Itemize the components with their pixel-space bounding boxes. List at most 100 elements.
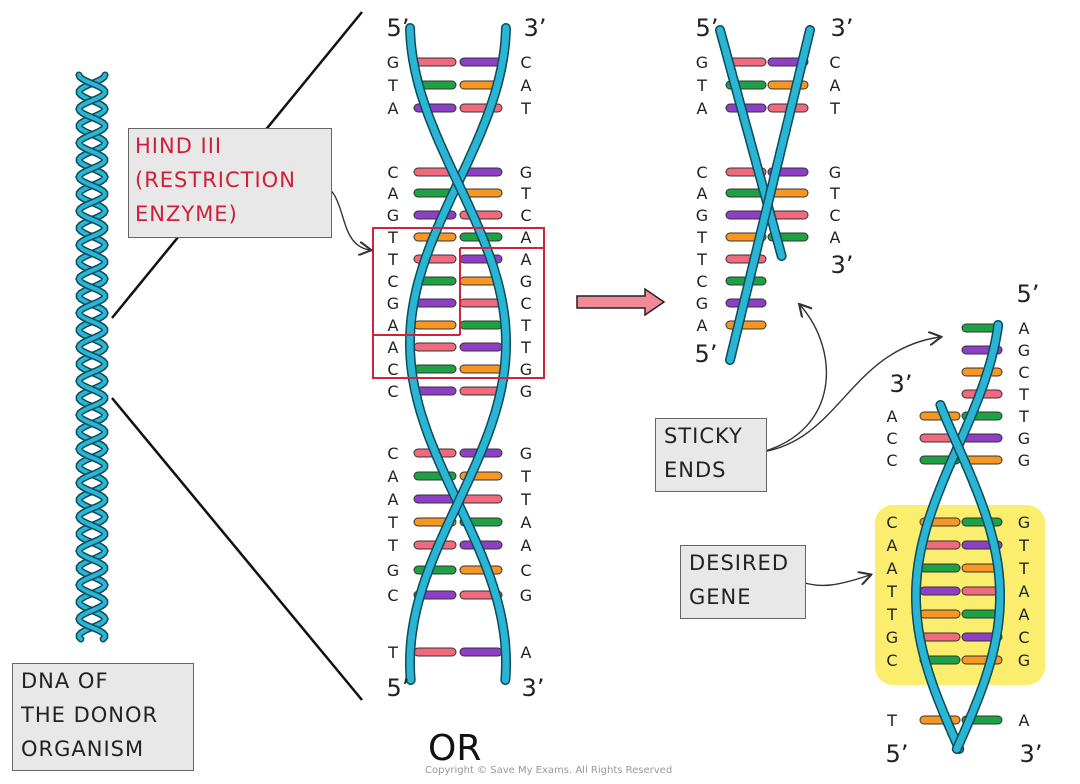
cut-bottom-base-right: T	[1018, 407, 1029, 426]
cut-bottom-base-right: G	[1018, 513, 1030, 532]
cut-bottom-base-right: G	[1018, 429, 1030, 448]
gene-label-line1: DESIRED	[689, 551, 789, 575]
main-base-right: C	[520, 53, 531, 72]
main-end-bottom-left: 5’	[387, 674, 410, 702]
cut-bottom-base-right: T	[1018, 385, 1029, 404]
cut-bottom-base-left: C	[886, 451, 897, 470]
main-base-right: A	[521, 513, 532, 532]
cut-top-strand-b	[726, 26, 814, 364]
main-strand-b	[406, 24, 510, 684]
main-base-left: T	[387, 228, 398, 247]
cut-bottom-base-left: A	[887, 407, 898, 426]
cut-top-base-left: T	[696, 76, 707, 95]
main-base-right: T	[520, 184, 531, 203]
donor-label: DNA OF THE DONOR ORGANISM	[12, 663, 194, 771]
enzyme-label: HIND III (RESTRICTION ENZYME)	[128, 128, 332, 238]
main-base-left: T	[387, 513, 398, 532]
cut-top-base-right: A	[830, 76, 841, 95]
enzyme-label-line3: ENZYME)	[135, 202, 238, 226]
sticky-label-line2: ENDS	[664, 458, 727, 482]
main-base-right: G	[520, 272, 532, 291]
main-end-bottom-right: 3’	[522, 674, 545, 702]
gene-label-line2: GENE	[689, 585, 752, 609]
main-base-left: G	[387, 206, 399, 225]
cut-top-strand-a	[716, 26, 786, 260]
cut-bottom-base-left: T	[886, 711, 897, 730]
main-base-left: T	[387, 250, 398, 269]
cut-arrow	[576, 287, 666, 317]
cut-bottom-base-left: T	[886, 582, 897, 601]
sticky-connector-bottom	[761, 337, 940, 453]
cut-bottom-base-right: A	[1019, 582, 1030, 601]
cut-bottom-base-right: C	[1018, 363, 1029, 382]
main-base-left: A	[388, 467, 399, 486]
cut-top-base-left: G	[696, 206, 708, 225]
cut-bottom-base-right: A	[1019, 319, 1030, 338]
main-base-left: A	[388, 184, 399, 203]
cut-top-base-left: T	[696, 228, 707, 247]
cut-top-base-left: A	[697, 99, 708, 118]
main-base-left: G	[387, 294, 399, 313]
main-base-left: T	[387, 643, 398, 662]
enzyme-label-line1: HIND III	[135, 134, 223, 158]
cut-top-base-left: A	[697, 184, 708, 203]
cut-top-base-left: C	[696, 163, 707, 182]
main-base-left: G	[387, 53, 399, 72]
cut-top-base-left: A	[697, 316, 708, 335]
main-base-left: C	[387, 272, 398, 291]
main-base-right: G	[520, 382, 532, 401]
main-base-right: C	[520, 294, 531, 313]
cut-bottom-base-left: C	[886, 651, 897, 670]
main-base-right: G	[520, 444, 532, 463]
cut-top-base-right: C	[829, 53, 840, 72]
zoom-line-bottom	[111, 397, 363, 701]
main-base-left: G	[387, 561, 399, 580]
cut-bottom-base-left: C	[886, 429, 897, 448]
recognition-site-box	[372, 227, 545, 379]
desired-gene-label: DESIRED GENE	[680, 545, 806, 619]
sticky-connector-top	[761, 305, 828, 453]
copyright-text: Copyright © Save My Exams. All Rights Re…	[425, 765, 673, 776]
cut-bottom-base-left: A	[887, 536, 898, 555]
main-end-top-left: 5’	[387, 14, 410, 42]
cut-bottom-base-right: G	[1018, 341, 1030, 360]
cut-bottom-base-right: A	[1019, 711, 1030, 730]
cut-top-base-right: T	[829, 184, 840, 203]
cut-bottom-end-bottom-left: 5’	[886, 740, 909, 768]
main-base-left: C	[387, 163, 398, 182]
main-base-right: T	[520, 467, 531, 486]
main-base-right: A	[521, 76, 532, 95]
donor-strand-b	[76, 73, 107, 641]
sticky-label-line1: STICKY	[664, 424, 743, 448]
cut-bottom-base-right: T	[1018, 559, 1029, 578]
main-base-left: C	[387, 444, 398, 463]
cut-top-end-bottom-right: 3’	[831, 251, 854, 279]
cut-bottom-base-right: G	[1018, 651, 1030, 670]
cut-top-base-right: A	[830, 228, 841, 247]
main-base-right: A	[521, 643, 532, 662]
sticky-ends-label: STICKY ENDS	[655, 418, 767, 492]
main-base-right: G	[520, 360, 532, 379]
cut-bottom-base-left: A	[887, 559, 898, 578]
cut-bottom-base-left: T	[886, 605, 897, 624]
main-base-left: C	[387, 360, 398, 379]
cut-bottom-base-left: C	[886, 513, 897, 532]
main-base-right: C	[520, 561, 531, 580]
donor-label-line2: THE DONOR	[21, 703, 159, 727]
main-base-left: A	[388, 338, 399, 357]
main-base-left: C	[387, 586, 398, 605]
main-base-left: T	[387, 536, 398, 555]
cut-top-base-left: T	[696, 250, 707, 269]
main-base-right: T	[520, 99, 531, 118]
main-base-right: G	[520, 163, 532, 182]
main-base-left: A	[388, 316, 399, 335]
main-end-top-right: 3’	[524, 14, 547, 42]
cut-top-base-left: G	[696, 294, 708, 313]
cut-top-end-top-left: 5’	[696, 14, 719, 42]
main-base-right: T	[520, 316, 531, 335]
cut-bottom-base-left: G	[886, 628, 898, 647]
cut-bottom-end-mid-left: 3’	[890, 370, 913, 398]
cut-bottom-base-right: C	[1018, 628, 1029, 647]
donor-label-line3: ORGANISM	[21, 737, 145, 761]
